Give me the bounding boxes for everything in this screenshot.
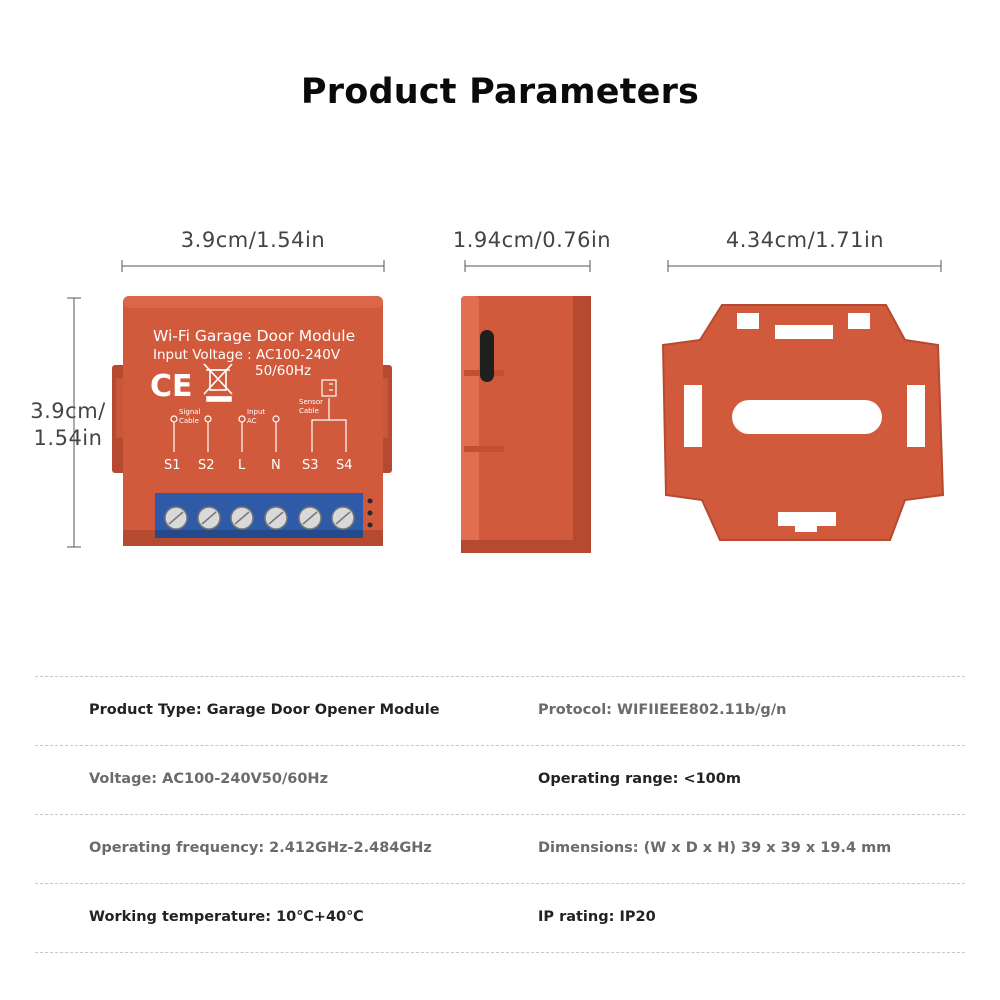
terminal-label-s2: S2 — [198, 458, 215, 473]
dimension-lines — [67, 260, 942, 548]
terminal-label-l: L — [238, 458, 246, 473]
specs-row: Product Type: Garage Door Opener Module … — [35, 676, 965, 745]
module-front-view: CE — [112, 296, 392, 546]
ce-mark: CE — [150, 369, 193, 404]
spec-working-temperature: Working temperature: 10℃+40℃ — [89, 909, 364, 925]
spec-product-type: Product Type: Garage Door Opener Module — [89, 702, 440, 718]
specs-row: Working temperature: 10℃+40℃ IP rating: … — [35, 883, 965, 953]
sensor-cable-line2: Cable — [299, 407, 319, 415]
spec-ip-rating: IP rating: IP20 — [538, 909, 656, 925]
spec-dimensions: Dimensions: (W x D x H) 39 x 39 x 19.4 m… — [538, 840, 892, 856]
input-ac-line2: AC — [247, 417, 257, 425]
spec-operating-frequency: Operating frequency: 2.412GHz-2.484GHz — [89, 840, 432, 856]
sensor-cable-line1: Sensor — [299, 398, 323, 406]
signal-cable-line1: Signal — [179, 408, 201, 416]
terminal-label-s3: S3 — [302, 458, 319, 473]
module-name: Wi-Fi Garage Door Module — [153, 327, 355, 345]
side-depth-label: 1.94cm/0.76in — [452, 228, 612, 252]
spec-operating-range: Operating range: <100m — [538, 771, 741, 787]
input-ac-line1: Input — [247, 408, 265, 416]
specs-row: Voltage: AC100-240V50/60Hz Operating ran… — [35, 745, 965, 814]
terminal-label-s4: S4 — [336, 458, 353, 473]
terminal-label-s1: S1 — [164, 458, 181, 473]
terminal-screws — [164, 506, 355, 530]
module-side-view — [461, 296, 591, 553]
terminal-label-n: N — [271, 458, 281, 473]
front-height-label-line1: 3.9cm/ — [30, 399, 106, 423]
product-illustration: CE Wi-Fi Garage Door Module Input Voltag… — [67, 260, 945, 553]
specs-row: Operating frequency: 2.412GHz-2.484GHz D… — [35, 814, 965, 883]
bracket-width-label: 4.34cm/1.71in — [725, 228, 885, 252]
specs-table: Product Type: Garage Door Opener Module … — [35, 676, 965, 953]
module-frequency: 50/60Hz — [255, 363, 311, 379]
spec-voltage: Voltage: AC100-240V50/60Hz — [89, 771, 329, 787]
module-voltage: Input Voltage : AC100-240V — [153, 347, 341, 363]
page-title: Product Parameters — [300, 72, 700, 112]
module-label: Wi-Fi Garage Door Module Input Voltage :… — [153, 327, 355, 473]
front-height-label-line2: 1.54in — [33, 426, 103, 450]
spec-protocol: Protocol: WIFIIEEE802.11b/g/n — [538, 702, 787, 718]
front-height-label: 3.9cm/ 1.54in — [26, 398, 110, 452]
mounting-bracket — [661, 304, 945, 541]
signal-cable-line2: Cable — [179, 417, 199, 425]
weee-bin-icon — [203, 363, 233, 402]
front-width-label: 3.9cm/1.54in — [180, 228, 326, 252]
